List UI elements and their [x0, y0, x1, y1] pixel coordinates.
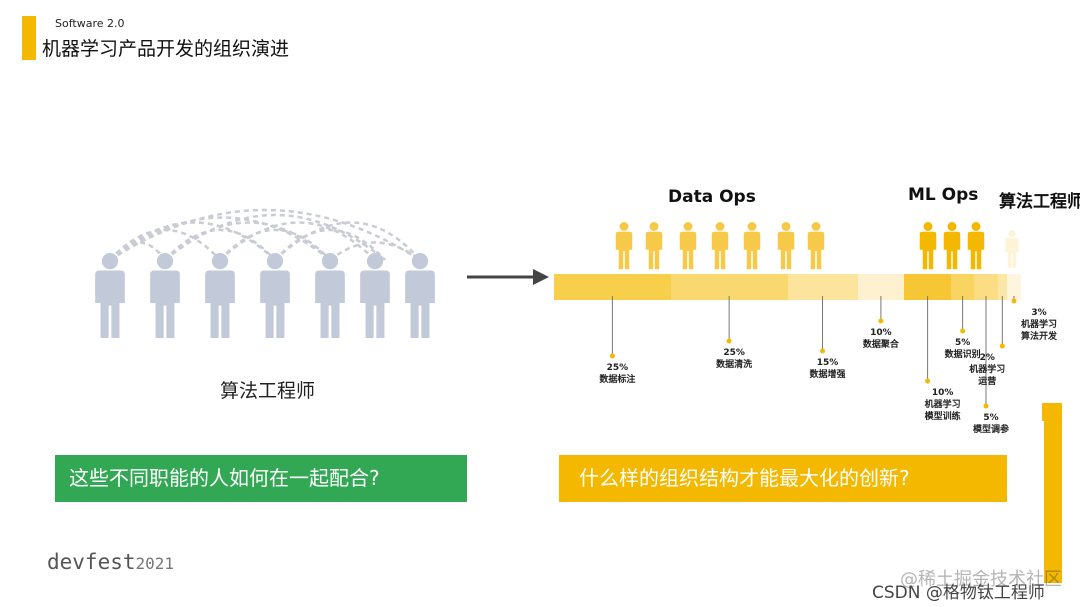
- decorative-frame-vertical: [1044, 403, 1062, 583]
- data-ops-person-icon: [807, 222, 825, 270]
- devfest-year: 2021: [135, 554, 175, 573]
- connected-engineers-diagram: [95, 208, 435, 339]
- segment-percent: 15%: [816, 358, 839, 368]
- algo-engineer-person-icon: [1005, 230, 1019, 268]
- decorative-frame-top: [1042, 403, 1062, 421]
- segment-percent: 5%: [954, 338, 971, 348]
- workload-segment: [997, 274, 1007, 300]
- data-ops-label: Data Ops: [668, 187, 756, 207]
- segment-percent: 2%: [979, 353, 995, 363]
- engineer-person-icon: [150, 253, 180, 339]
- segment-name: 数据标注: [599, 375, 636, 385]
- leader-dot: [878, 318, 884, 324]
- segment-percent: 3%: [1031, 308, 1047, 318]
- data-ops-person-icon: [711, 222, 729, 270]
- engineer-person-icon: [205, 253, 235, 339]
- ml-ops-person-icon: [919, 222, 937, 270]
- leader-dot: [960, 328, 966, 334]
- workload-segment: [950, 274, 975, 300]
- segment-callout: 10% 数据聚合: [859, 327, 903, 351]
- slide-title: 机器学习产品开发的组织演进: [42, 38, 290, 60]
- slide-subtitle: Software 2.0: [55, 17, 125, 30]
- segment-name: 模型训练: [924, 412, 961, 422]
- segment-percent: 25%: [606, 363, 629, 373]
- segment-name: 数据清洗: [716, 360, 753, 370]
- algo-engineer-label: 算法工程师: [999, 192, 1080, 212]
- connection-arcs: [109, 208, 421, 262]
- segment-name: 模型调参: [972, 425, 1009, 435]
- callout-leader-lines: [609, 296, 1017, 409]
- segment-callout: 3% 机器学习算法开发: [1017, 307, 1061, 343]
- workload-segment: [974, 274, 998, 300]
- leader-dot: [609, 353, 615, 359]
- engineer-person-icon: [360, 253, 390, 339]
- segment-name: 数据识别: [944, 350, 981, 360]
- data-ops-person-icon: [645, 222, 663, 270]
- leader-dot: [820, 348, 826, 354]
- segment-percent: 10%: [931, 388, 954, 398]
- leader-dot: [1011, 298, 1017, 304]
- workload-segment: [857, 274, 905, 300]
- leader-dot: [999, 343, 1005, 349]
- workload-bar: [554, 274, 1021, 300]
- engineer-person-icon: [405, 253, 435, 339]
- devfest-logo: devfest2021: [47, 550, 174, 574]
- leader-dot: [983, 403, 989, 409]
- engineer-role-label: 算法工程师: [220, 380, 316, 402]
- segment-callout: 25% 数据清洗: [712, 347, 756, 371]
- segment-name: 数据增强: [809, 370, 846, 380]
- segment-callout: 5% 数据识别: [941, 337, 985, 361]
- innovation-question-box: 什么样的组织结构才能最大化的创新?: [559, 455, 1007, 502]
- watermark-juejin: @稀土掘金技术社区: [900, 569, 1062, 590]
- segment-callout: 5% 模型调参: [969, 412, 1013, 436]
- workload-segment: [904, 274, 951, 300]
- workload-segment: [1006, 274, 1021, 300]
- title-accent-bar: [22, 16, 36, 60]
- segment-percent: 10%: [870, 328, 892, 338]
- data-ops-person-icon: [679, 222, 697, 270]
- data-ops-person-icon: [743, 222, 761, 270]
- role-people-icons: [615, 222, 1019, 270]
- segment-name: 机器学习: [1020, 320, 1057, 330]
- data-ops-person-icon: [777, 222, 795, 270]
- collaboration-question-box: 这些不同职能的人如何在一起配合?: [55, 455, 467, 502]
- segment-percent: 5%: [983, 413, 999, 423]
- ml-ops-person-icon: [943, 222, 961, 270]
- ml-ops-person-icon: [967, 222, 985, 270]
- leader-dot: [726, 338, 732, 344]
- workload-segment: [787, 274, 858, 300]
- segment-name: 机器学习: [924, 400, 961, 410]
- engineer-person-icon: [315, 253, 345, 339]
- devfest-brand: devfest: [47, 550, 136, 574]
- ml-ops-label: ML Ops: [908, 185, 979, 205]
- segment-callout: 25% 数据标注: [595, 362, 639, 386]
- segment-callout: 15% 数据增强: [806, 357, 850, 381]
- transition-arrow: [467, 269, 549, 285]
- segment-name: 数据聚合: [862, 340, 899, 350]
- workload-segment: [670, 274, 788, 300]
- segment-name: 运营: [978, 377, 997, 387]
- segment-name: 机器学习: [969, 365, 1006, 375]
- engineer-person-icon: [260, 253, 290, 339]
- engineer-person-icon: [95, 253, 125, 339]
- segment-percent: 25%: [723, 348, 745, 358]
- workload-segment: [554, 274, 671, 300]
- segment-callout: 10% 机器学习模型训练: [921, 387, 965, 423]
- leader-dot: [925, 378, 931, 384]
- segment-name: 算法开发: [1020, 332, 1057, 342]
- watermark-csdn: CSDN @格物钛工程师: [872, 583, 1045, 603]
- data-ops-person-icon: [615, 222, 633, 270]
- segment-callout: 2% 机器学习运营: [965, 352, 1009, 388]
